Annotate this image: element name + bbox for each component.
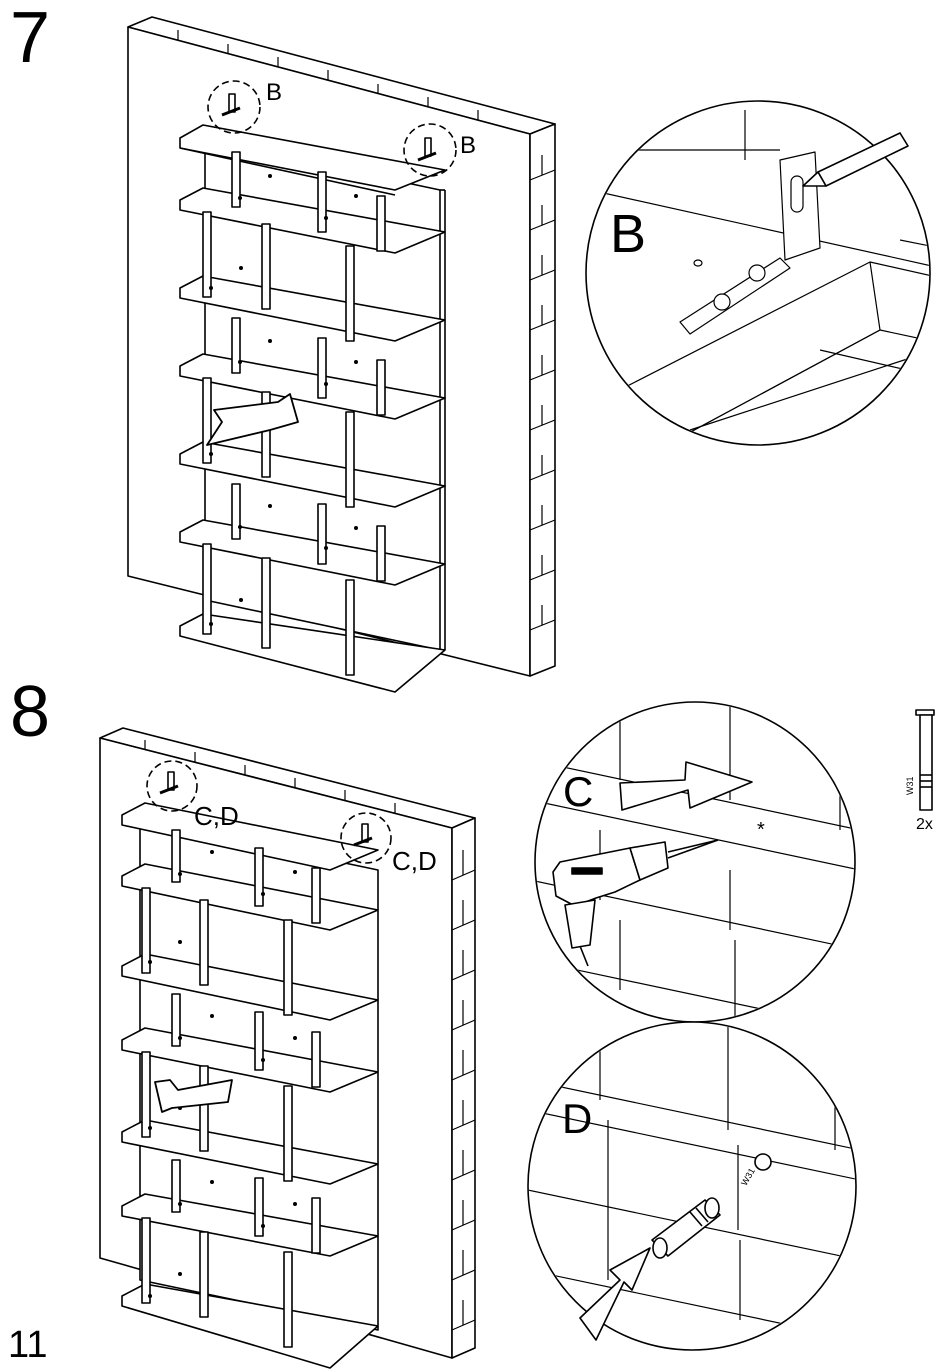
detail-d-circle: W31	[528, 1020, 860, 1350]
step8-illustration: C,D C,D	[100, 700, 934, 1368]
callout-cd-left-label: C,D	[194, 801, 239, 831]
detail-b-circle	[586, 101, 950, 470]
plug-code: W31	[905, 776, 915, 795]
drill-mark: *	[757, 819, 765, 841]
detail-c-label: C	[563, 768, 593, 815]
callout-cd-right-label: C,D	[392, 846, 437, 876]
callout-b-left-label: B	[266, 79, 282, 106]
step7-illustration: B B	[128, 17, 950, 692]
callout-b-right-label: B	[460, 132, 476, 159]
detail-c-circle	[530, 700, 860, 1030]
plug-part-icon	[916, 710, 934, 810]
plug-quantity: 2x	[916, 816, 933, 833]
detail-d-label: D	[562, 1095, 592, 1142]
detail-b-label: B	[610, 204, 646, 264]
